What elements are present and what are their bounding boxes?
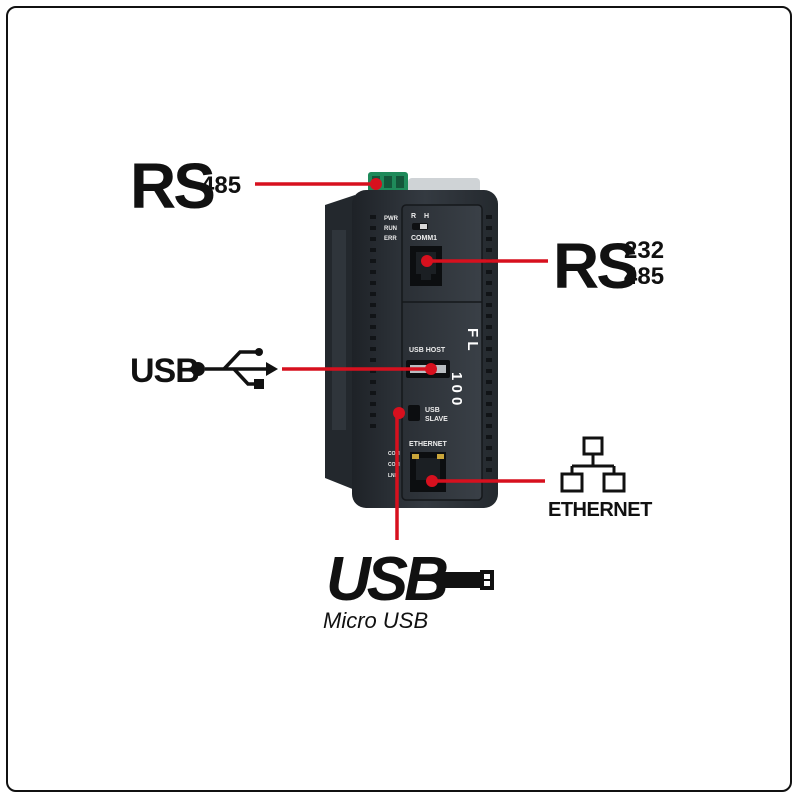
switch-label-h: H: [424, 213, 429, 220]
port-label-comm1: COMM1: [411, 235, 437, 242]
model-line-1: F L: [464, 328, 481, 351]
rs232-big-text: RS: [553, 230, 637, 302]
usb-logo-text: USB: [326, 545, 447, 614]
led-label-err: ERR: [384, 236, 397, 242]
rs485-small-text: 485: [201, 172, 241, 199]
vent-slots-left: [370, 215, 376, 428]
usb-slave-port[interactable]: [408, 405, 420, 421]
label-usb: USB: [130, 348, 278, 390]
led-label-run: RUN: [384, 226, 397, 232]
micro-usb-caption: Micro USB: [323, 608, 428, 633]
model-line-2: 1 0 0: [448, 372, 465, 405]
network-icon: [560, 436, 626, 493]
port-label-usb-host: USB HOST: [409, 347, 446, 354]
label-rs232-485: RS 232 485: [553, 230, 664, 302]
label-micro-usb: USB Micro USB: [323, 545, 494, 633]
port-label-ethernet: ETHERNET: [409, 441, 447, 448]
callout-lines: [255, 182, 548, 540]
status-led-label-2: COM: [388, 462, 400, 468]
rs485-small-bottom: 485: [624, 263, 664, 290]
usb-text: USB: [130, 352, 199, 390]
image-frame: [6, 6, 792, 792]
port-label-usb-slave-1: USB: [425, 407, 440, 414]
label-ethernet: ETHERNET: [548, 436, 653, 521]
label-rs485: RS 485: [130, 150, 241, 222]
rs232-small-top: 232: [624, 237, 664, 264]
fl100-device: PWR RUN ERR R H COMM1 F L 1 0 0 USB HOST…: [325, 172, 498, 508]
status-led-label-3: LNK: [388, 473, 399, 479]
ethernet-text: ETHERNET: [548, 499, 652, 521]
status-led-label-1: COM: [388, 451, 400, 457]
rs485-big-text: RS: [130, 150, 214, 222]
callout-dots: [370, 178, 438, 487]
led-label-pwr: PWR: [384, 216, 399, 222]
usb-trident-icon: [191, 348, 278, 389]
port-label-usb-slave-2: SLAVE: [425, 416, 448, 423]
switch-label-r: R: [411, 213, 416, 220]
usb-plug-icon: [432, 570, 494, 590]
